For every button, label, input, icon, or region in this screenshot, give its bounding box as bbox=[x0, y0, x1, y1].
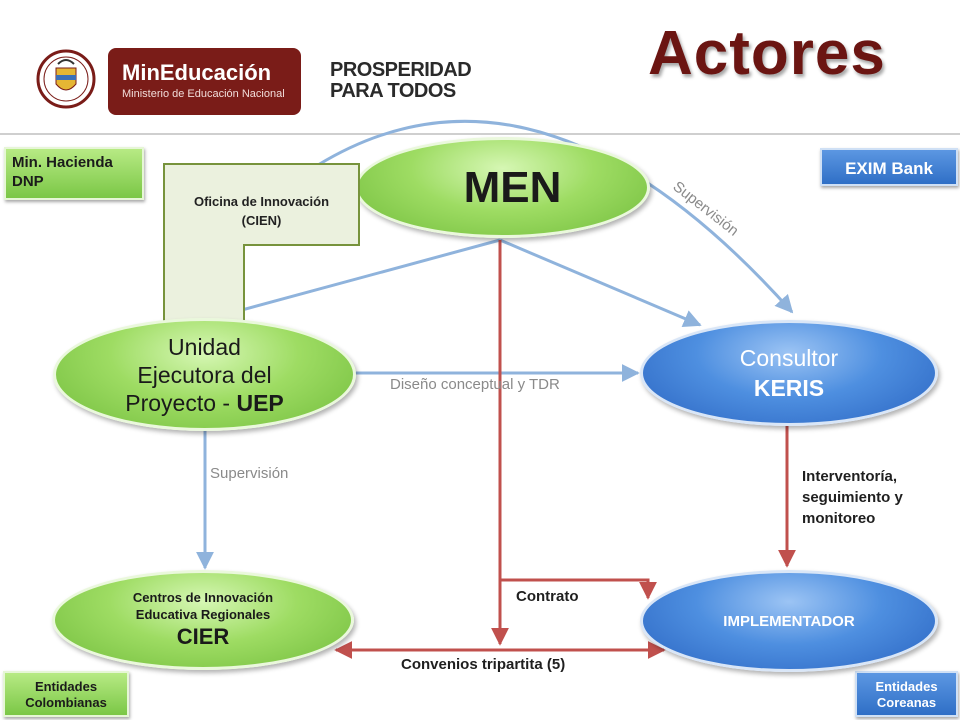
supervision-arc bbox=[317, 119, 794, 314]
logo-text: MinEducación bbox=[122, 60, 272, 85]
min-hacienda-box: Min. Hacienda DNP bbox=[4, 147, 144, 200]
page-title: Actores bbox=[648, 19, 886, 88]
min-hacienda-label: Min. Hacienda bbox=[12, 154, 113, 171]
cier-line-1: Centros de Innovación bbox=[132, 590, 274, 605]
keris-line-1: Consultor bbox=[739, 345, 839, 371]
interventoria-label: Interventoría, seguimiento y monitoreo bbox=[802, 466, 903, 529]
entidades-colombianas-box: Entidades Colombianas bbox=[3, 671, 129, 717]
entidades-colombianas-line-2: Colombianas bbox=[25, 695, 107, 710]
mineducacion-logo: MinEducación Ministerio de Educación Nac… bbox=[108, 48, 301, 115]
oficina-innovacion-label: Oficina de Innovación (CIEN) bbox=[163, 192, 360, 230]
dnp-label: DNP bbox=[12, 173, 44, 190]
entidades-colombianas-line-1: Entidades bbox=[34, 679, 98, 694]
uep-line-3: Proyecto - UEP bbox=[125, 389, 284, 417]
men-node: MEN bbox=[355, 137, 650, 238]
contrato-label: Contrato bbox=[516, 588, 579, 605]
men-keris-arrow bbox=[499, 238, 702, 327]
diseno-label: Diseño conceptual y TDR bbox=[390, 376, 560, 393]
slogan-line-2: PARA TODOS bbox=[330, 80, 456, 102]
men-label: MEN bbox=[463, 162, 562, 212]
interventoria-line-1: Interventoría, bbox=[802, 468, 898, 485]
entidades-coreanas-line-2: Coreanas bbox=[876, 695, 937, 710]
cier-line-2: Educativa Regionales bbox=[135, 607, 271, 622]
cier-line-3: CIER bbox=[176, 624, 230, 649]
header-divider bbox=[0, 133, 960, 135]
implementador-node: IMPLEMENTADOR bbox=[640, 570, 938, 672]
prosperidad-logo: PROSPERIDAD PARA TODOS bbox=[330, 59, 472, 102]
keris-line-2: KERIS bbox=[753, 375, 825, 401]
interventoria-line-2: seguimiento y bbox=[802, 489, 903, 506]
supervision-left-label: Supervisión bbox=[210, 465, 289, 482]
exim-bank-box: EXIM Bank bbox=[820, 148, 958, 186]
uep-line-1: Unidad bbox=[168, 333, 241, 360]
uep-acronym: UEP bbox=[236, 389, 284, 416]
interventoria-line-3: monitoreo bbox=[802, 510, 876, 527]
oficina-line-2: (CIEN) bbox=[241, 213, 282, 228]
entidades-coreanas-box: Entidades Coreanas bbox=[855, 671, 958, 717]
entidades-coreanas-line-1: Entidades bbox=[875, 679, 938, 694]
cier-node: Centros de Innovación Educativa Regional… bbox=[52, 570, 354, 670]
convenios-label: Convenios tripartita (5) bbox=[401, 656, 566, 673]
keris-node: Consultor KERIS bbox=[640, 320, 938, 426]
uep-line-2: Ejecutora del bbox=[137, 361, 272, 388]
colombia-coat-of-arms-icon bbox=[36, 49, 96, 109]
logo-subtitle: Ministerio de Educación Nacional bbox=[122, 88, 285, 100]
oficina-innovacion-shape bbox=[163, 163, 360, 325]
slogan-line-1: PROSPERIDAD bbox=[330, 59, 472, 81]
uep-node: Unidad Ejecutora del Proyecto - UEP bbox=[53, 318, 356, 431]
implementador-label: IMPLEMENTADOR bbox=[723, 612, 855, 630]
men-uep-line bbox=[204, 238, 501, 322]
contrato-arrow bbox=[500, 578, 657, 600]
uep-line-3-text: Proyecto - bbox=[125, 389, 237, 416]
oficina-line-1: Oficina de Innovación bbox=[193, 194, 330, 209]
